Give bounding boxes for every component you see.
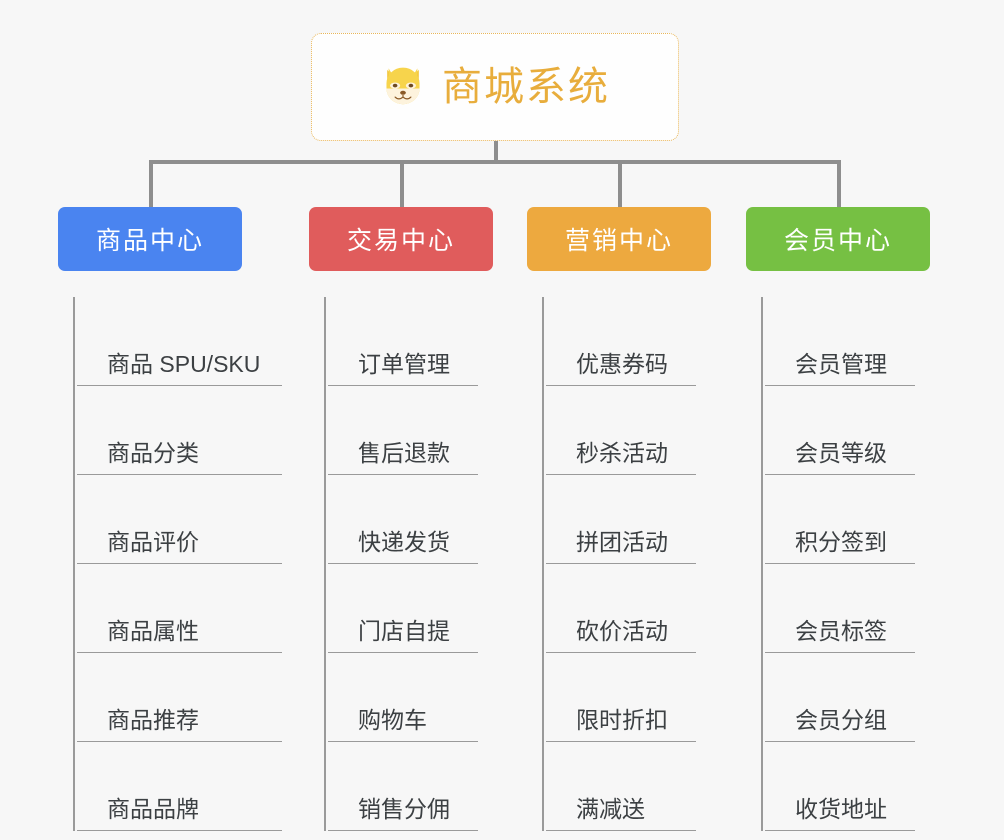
leaf-item[interactable]: 商品评价 [77, 475, 282, 564]
leaf-item[interactable]: 快递发货 [328, 475, 478, 564]
leaf-label: 售后退款 [358, 440, 450, 466]
leaf-item[interactable]: 门店自提 [328, 564, 478, 653]
leaf-label: 限时折扣 [576, 707, 668, 733]
leaf-stack-0: 商品 SPU/SKU 商品分类 商品评价 商品属性 商品推荐 商品品牌 [73, 297, 282, 831]
leaf-item[interactable]: 秒杀活动 [546, 386, 696, 475]
leaf-label: 销售分佣 [358, 796, 450, 822]
leaf-label: 商品分类 [107, 440, 199, 466]
leaf-item[interactable]: 满减送 [546, 742, 696, 831]
category-header-2[interactable]: 营销中心 [527, 207, 711, 271]
category-header-label-0: 商品中心 [95, 227, 204, 255]
leaf-label: 砍价活动 [576, 618, 668, 644]
category-column-3: 会员中心 会员管理 会员等级 积分签到 会员标签 会员分组 收货地址 [746, 207, 930, 831]
leaf-item[interactable]: 商品属性 [77, 564, 282, 653]
leaf-item[interactable]: 商品品牌 [77, 742, 282, 831]
category-column-1: 交易中心 订单管理 售后退款 快递发货 门店自提 购物车 销售分佣 [309, 207, 493, 831]
connector-drop-1 [400, 160, 404, 208]
leaf-item[interactable]: 会员标签 [765, 564, 915, 653]
leaf-item[interactable]: 拼团活动 [546, 475, 696, 564]
leaf-label: 会员标签 [795, 618, 887, 644]
leaf-item[interactable]: 优惠券码 [546, 297, 696, 386]
leaf-item[interactable]: 商品 SPU/SKU [77, 297, 282, 386]
leaf-label: 商品 SPU/SKU [107, 351, 261, 377]
leaf-label: 优惠券码 [576, 351, 668, 377]
leaf-label: 收货地址 [795, 796, 887, 822]
leaf-item[interactable]: 售后退款 [328, 386, 478, 475]
leaf-label: 商品推荐 [107, 707, 199, 733]
leaf-item[interactable]: 商品分类 [77, 386, 282, 475]
leaf-label: 拼团活动 [576, 529, 668, 555]
leaf-stack-1: 订单管理 售后退款 快递发货 门店自提 购物车 销售分佣 [324, 297, 478, 831]
leaf-item[interactable]: 订单管理 [328, 297, 478, 386]
connector-drop-3 [837, 160, 841, 208]
leaf-item[interactable]: 砍价活动 [546, 564, 696, 653]
category-header-label-2: 营销中心 [564, 227, 673, 255]
leaf-label: 商品评价 [107, 529, 199, 555]
root-node[interactable]: 商城系统 [311, 33, 679, 141]
leaf-item[interactable]: 会员管理 [765, 297, 915, 386]
connector-stem [494, 141, 498, 163]
category-column-2: 营销中心 优惠券码 秒杀活动 拼团活动 砍价活动 限时折扣 满减送 [527, 207, 711, 831]
category-column-0: 商品中心 商品 SPU/SKU 商品分类 商品评价 商品属性 商品推荐 商品品牌 [58, 207, 282, 831]
category-header-label-3: 会员中心 [783, 227, 892, 255]
leaf-label: 积分签到 [795, 529, 887, 555]
connector-drop-0 [149, 160, 153, 208]
category-header-label-1: 交易中心 [346, 227, 455, 255]
leaf-label: 会员等级 [795, 440, 887, 466]
leaf-item[interactable]: 商品推荐 [77, 653, 282, 742]
leaf-label: 满减送 [576, 796, 645, 822]
leaf-stack-2: 优惠券码 秒杀活动 拼团活动 砍价活动 限时折扣 满减送 [542, 297, 696, 831]
leaf-label: 购物车 [358, 707, 427, 733]
leaf-stack-3: 会员管理 会员等级 积分签到 会员标签 会员分组 收货地址 [761, 297, 915, 831]
leaf-label: 快递发货 [358, 529, 450, 555]
leaf-label: 会员管理 [795, 351, 887, 377]
leaf-item[interactable]: 限时折扣 [546, 653, 696, 742]
shiba-dog-icon [386, 67, 420, 105]
leaf-label: 秒杀活动 [576, 440, 668, 466]
leaf-label: 订单管理 [358, 351, 450, 377]
leaf-item[interactable]: 收货地址 [765, 742, 915, 831]
leaf-item[interactable]: 积分签到 [765, 475, 915, 564]
category-header-3[interactable]: 会员中心 [746, 207, 930, 271]
leaf-label: 商品品牌 [107, 796, 199, 822]
leaf-label: 商品属性 [107, 618, 199, 644]
category-header-0[interactable]: 商品中心 [58, 207, 242, 271]
connector-bus [149, 160, 840, 164]
leaf-item[interactable]: 会员分组 [765, 653, 915, 742]
root-title: 商城系统 [442, 65, 610, 109]
leaf-item[interactable]: 销售分佣 [328, 742, 478, 831]
category-header-1[interactable]: 交易中心 [309, 207, 493, 271]
leaf-item[interactable]: 购物车 [328, 653, 478, 742]
connector-drop-2 [618, 160, 622, 208]
leaf-label: 门店自提 [358, 618, 450, 644]
leaf-item[interactable]: 会员等级 [765, 386, 915, 475]
leaf-label: 会员分组 [795, 707, 887, 733]
